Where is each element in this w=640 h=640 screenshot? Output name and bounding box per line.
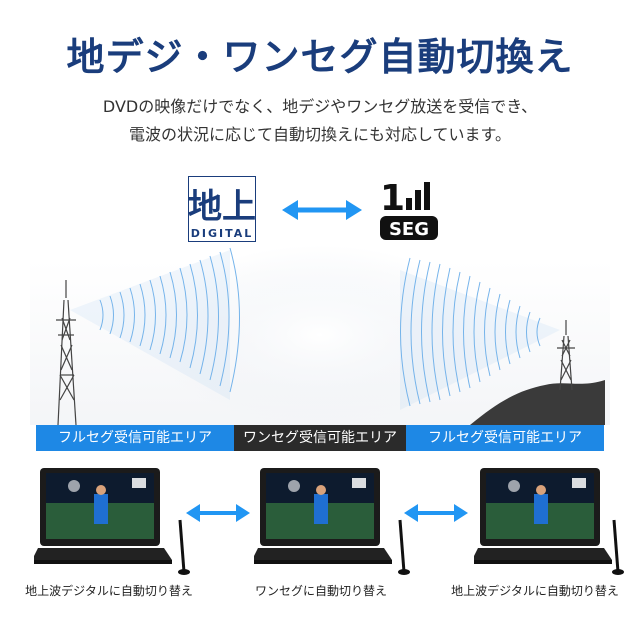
double-arrow-icon — [282, 200, 362, 220]
oneseg-logo-icon: 1 SEG — [380, 178, 438, 240]
right-signal-waves — [400, 257, 560, 410]
svg-text:DIGITAL: DIGITAL — [191, 227, 254, 240]
svg-text:SEG: SEG — [389, 219, 429, 240]
fullseg-area-left-label: フルセグ受信可能エリア — [36, 425, 234, 451]
portable-dvd-player-middle — [254, 468, 410, 575]
caption-right: 地上波デジタルに自動切り替え — [451, 584, 619, 598]
double-arrow-icon — [186, 504, 250, 522]
caption-left: 地上波デジタルに自動切り替え — [25, 584, 193, 598]
left-signal-waves — [70, 247, 240, 400]
broadcast-scene — [30, 245, 610, 426]
chideji-logo-icon: 地上 DIGITAL — [188, 176, 256, 242]
hill-shape — [470, 380, 605, 425]
svg-text:1: 1 — [380, 178, 405, 219]
svg-text:地上: 地上 — [188, 187, 256, 227]
caption-middle: ワンセグに自動切り替え — [254, 584, 387, 598]
description-line-1: DVDの映像だけでなく、地デジやワンセグ放送を受信でき、 — [102, 97, 538, 116]
portable-dvd-player-right — [474, 468, 624, 575]
oneseg-area-label: ワンセグ受信可能エリア — [234, 425, 406, 451]
portable-dvd-player-left — [34, 468, 190, 575]
description-line-2: 電波の状況に応じて自動切換えにも対応しています。 — [129, 125, 511, 144]
fullseg-area-right-label: フルセグ受信可能エリア — [406, 425, 604, 451]
left-tower-icon — [56, 280, 77, 426]
page-title: 地デジ・ワンセグ自動切換え — [66, 35, 574, 79]
double-arrow-icon — [404, 504, 468, 522]
right-tower-icon — [557, 320, 575, 391]
